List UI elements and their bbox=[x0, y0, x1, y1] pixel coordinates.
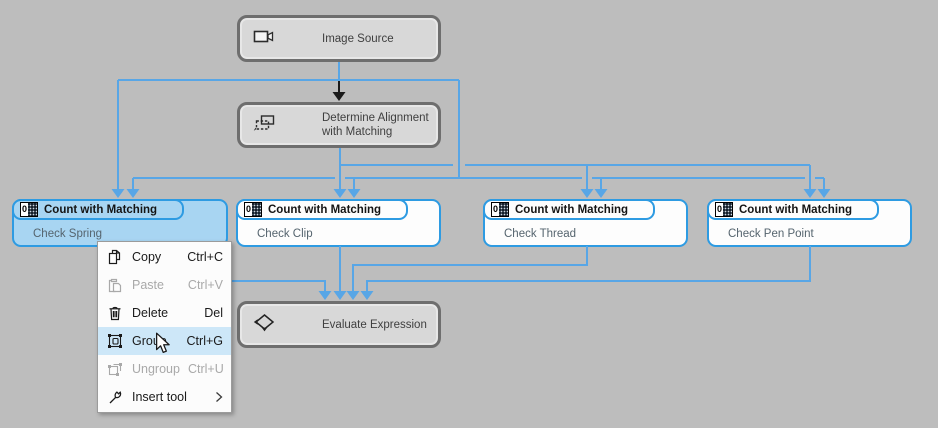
node-count-check-thread[interactable]: 0 Count with Matching Check Thread bbox=[483, 199, 688, 247]
evaluate-icon bbox=[253, 313, 276, 337]
count-matching-icon: 0 bbox=[491, 202, 509, 217]
context-menu: Copy Ctrl+C Paste Ctrl+V Delete Del bbox=[97, 241, 232, 413]
menu-item-label: Insert tool bbox=[132, 390, 187, 404]
connector-main-flow bbox=[332, 81, 346, 101]
menu-item-copy[interactable]: Copy Ctrl+C bbox=[98, 243, 231, 271]
menu-item-label: Delete bbox=[132, 306, 169, 320]
node-header-tab: 0 Count with Matching bbox=[707, 199, 879, 220]
node-name-label: Check Thread bbox=[504, 228, 577, 240]
node-image-source[interactable]: Image Source bbox=[237, 15, 441, 62]
node-count-check-clip[interactable]: 0 Count with Matching Check Clip bbox=[236, 199, 441, 247]
node-count-check-spring[interactable]: 0 Count with Matching Check Spring bbox=[12, 199, 228, 247]
node-evaluate-expression[interactable]: Evaluate Expression bbox=[237, 301, 441, 348]
node-header-tab: 0 Count with Matching bbox=[483, 199, 655, 220]
node-label: Determine Alignment with Matching bbox=[322, 112, 429, 138]
menu-item-delete[interactable]: Delete Del bbox=[98, 299, 231, 327]
menu-item-group[interactable]: Group Ctrl+G bbox=[98, 327, 231, 355]
menu-item-paste: Paste Ctrl+V bbox=[98, 271, 231, 299]
menu-item-shortcut: Ctrl+G bbox=[186, 334, 223, 348]
count-matching-icon: 0 bbox=[244, 202, 262, 217]
node-type-label: Count with Matching bbox=[739, 203, 853, 216]
menu-item-label: Copy bbox=[132, 250, 162, 264]
menu-item-insert-tool[interactable]: Insert tool bbox=[98, 383, 231, 411]
node-name-label: Check Spring bbox=[33, 228, 103, 240]
menu-item-ungroup: Ungroup Ctrl+U bbox=[98, 355, 231, 383]
node-name-label: Check Pen Point bbox=[728, 228, 814, 240]
menu-item-label: Paste bbox=[132, 278, 164, 292]
connector-thread-eval bbox=[352, 246, 588, 292]
submenu-chevron-icon bbox=[215, 391, 223, 403]
menu-item-shortcut: Ctrl+U bbox=[187, 362, 224, 376]
count-matching-icon: 0 bbox=[715, 202, 733, 217]
paste-icon bbox=[106, 277, 124, 294]
node-determine-alignment[interactable]: Determine Alignment with Matching bbox=[237, 102, 441, 148]
node-header-tab: 0 Count with Matching bbox=[236, 199, 408, 220]
node-type-label: Count with Matching bbox=[515, 203, 629, 216]
copy-icon bbox=[106, 249, 124, 266]
connector-pen-eval bbox=[366, 246, 811, 292]
node-count-check-pen-point[interactable]: 0 Count with Matching Check Pen Point bbox=[707, 199, 912, 247]
node-label: Evaluate Expression bbox=[322, 318, 427, 331]
alignment-icon bbox=[253, 114, 276, 137]
ungroup-icon bbox=[106, 361, 124, 378]
node-type-label: Count with Matching bbox=[268, 203, 382, 216]
node-name-label: Check Clip bbox=[257, 228, 313, 240]
node-label: Image Source bbox=[322, 32, 394, 45]
menu-item-shortcut: Del bbox=[204, 306, 223, 320]
node-type-label: Count with Matching bbox=[44, 203, 158, 216]
menu-item-shortcut: Ctrl+V bbox=[187, 278, 223, 292]
wrench-icon bbox=[106, 389, 124, 406]
group-icon bbox=[106, 333, 124, 350]
menu-item-shortcut: Ctrl+C bbox=[187, 250, 223, 264]
delete-icon bbox=[106, 305, 124, 322]
menu-item-label: Group bbox=[132, 334, 167, 348]
camera-icon bbox=[253, 28, 276, 50]
count-matching-icon: 0 bbox=[20, 202, 38, 217]
node-header-tab: 0 Count with Matching bbox=[12, 199, 184, 220]
menu-item-label: Ungroup bbox=[132, 362, 180, 376]
